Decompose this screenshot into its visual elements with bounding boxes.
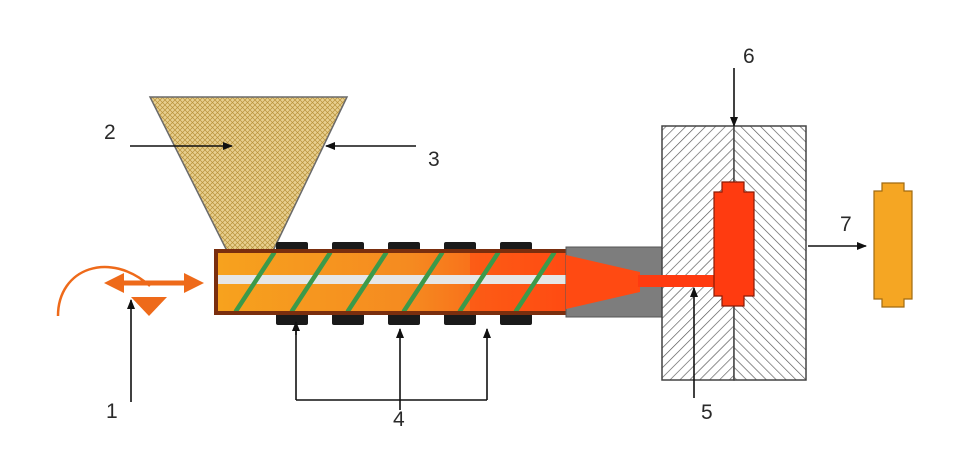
heater-band-bottom-2	[332, 313, 364, 325]
label-5: 5	[701, 401, 713, 424]
label-4: 4	[393, 408, 405, 431]
hopper	[148, 96, 349, 254]
label-3: 3	[428, 148, 440, 171]
label-7: 7	[840, 213, 852, 236]
molded-part	[873, 182, 913, 308]
screw-flights	[233, 253, 557, 311]
screw-shaft	[218, 275, 568, 284]
heater-bands	[276, 242, 532, 325]
heater-band-bottom-4	[444, 313, 476, 325]
double-headed-arrow-icon	[104, 273, 204, 293]
callout-labels: 1 2 3 4 5 6 7	[104, 45, 852, 431]
heater-band-bottom-3	[388, 313, 420, 325]
leader-lines	[127, 68, 867, 410]
rotation-arrow-icon	[56, 265, 167, 317]
sprue-runner	[638, 275, 724, 287]
label-2: 2	[104, 121, 116, 144]
label-1: 1	[106, 400, 118, 423]
mold-moving-half	[733, 125, 807, 381]
mold-cavity	[713, 181, 755, 307]
heater-band-bottom-5	[500, 313, 532, 325]
heater-band-bottom-1	[276, 313, 308, 325]
label-6: 6	[743, 45, 755, 68]
melt-flow	[638, 181, 755, 307]
screw	[218, 253, 568, 311]
